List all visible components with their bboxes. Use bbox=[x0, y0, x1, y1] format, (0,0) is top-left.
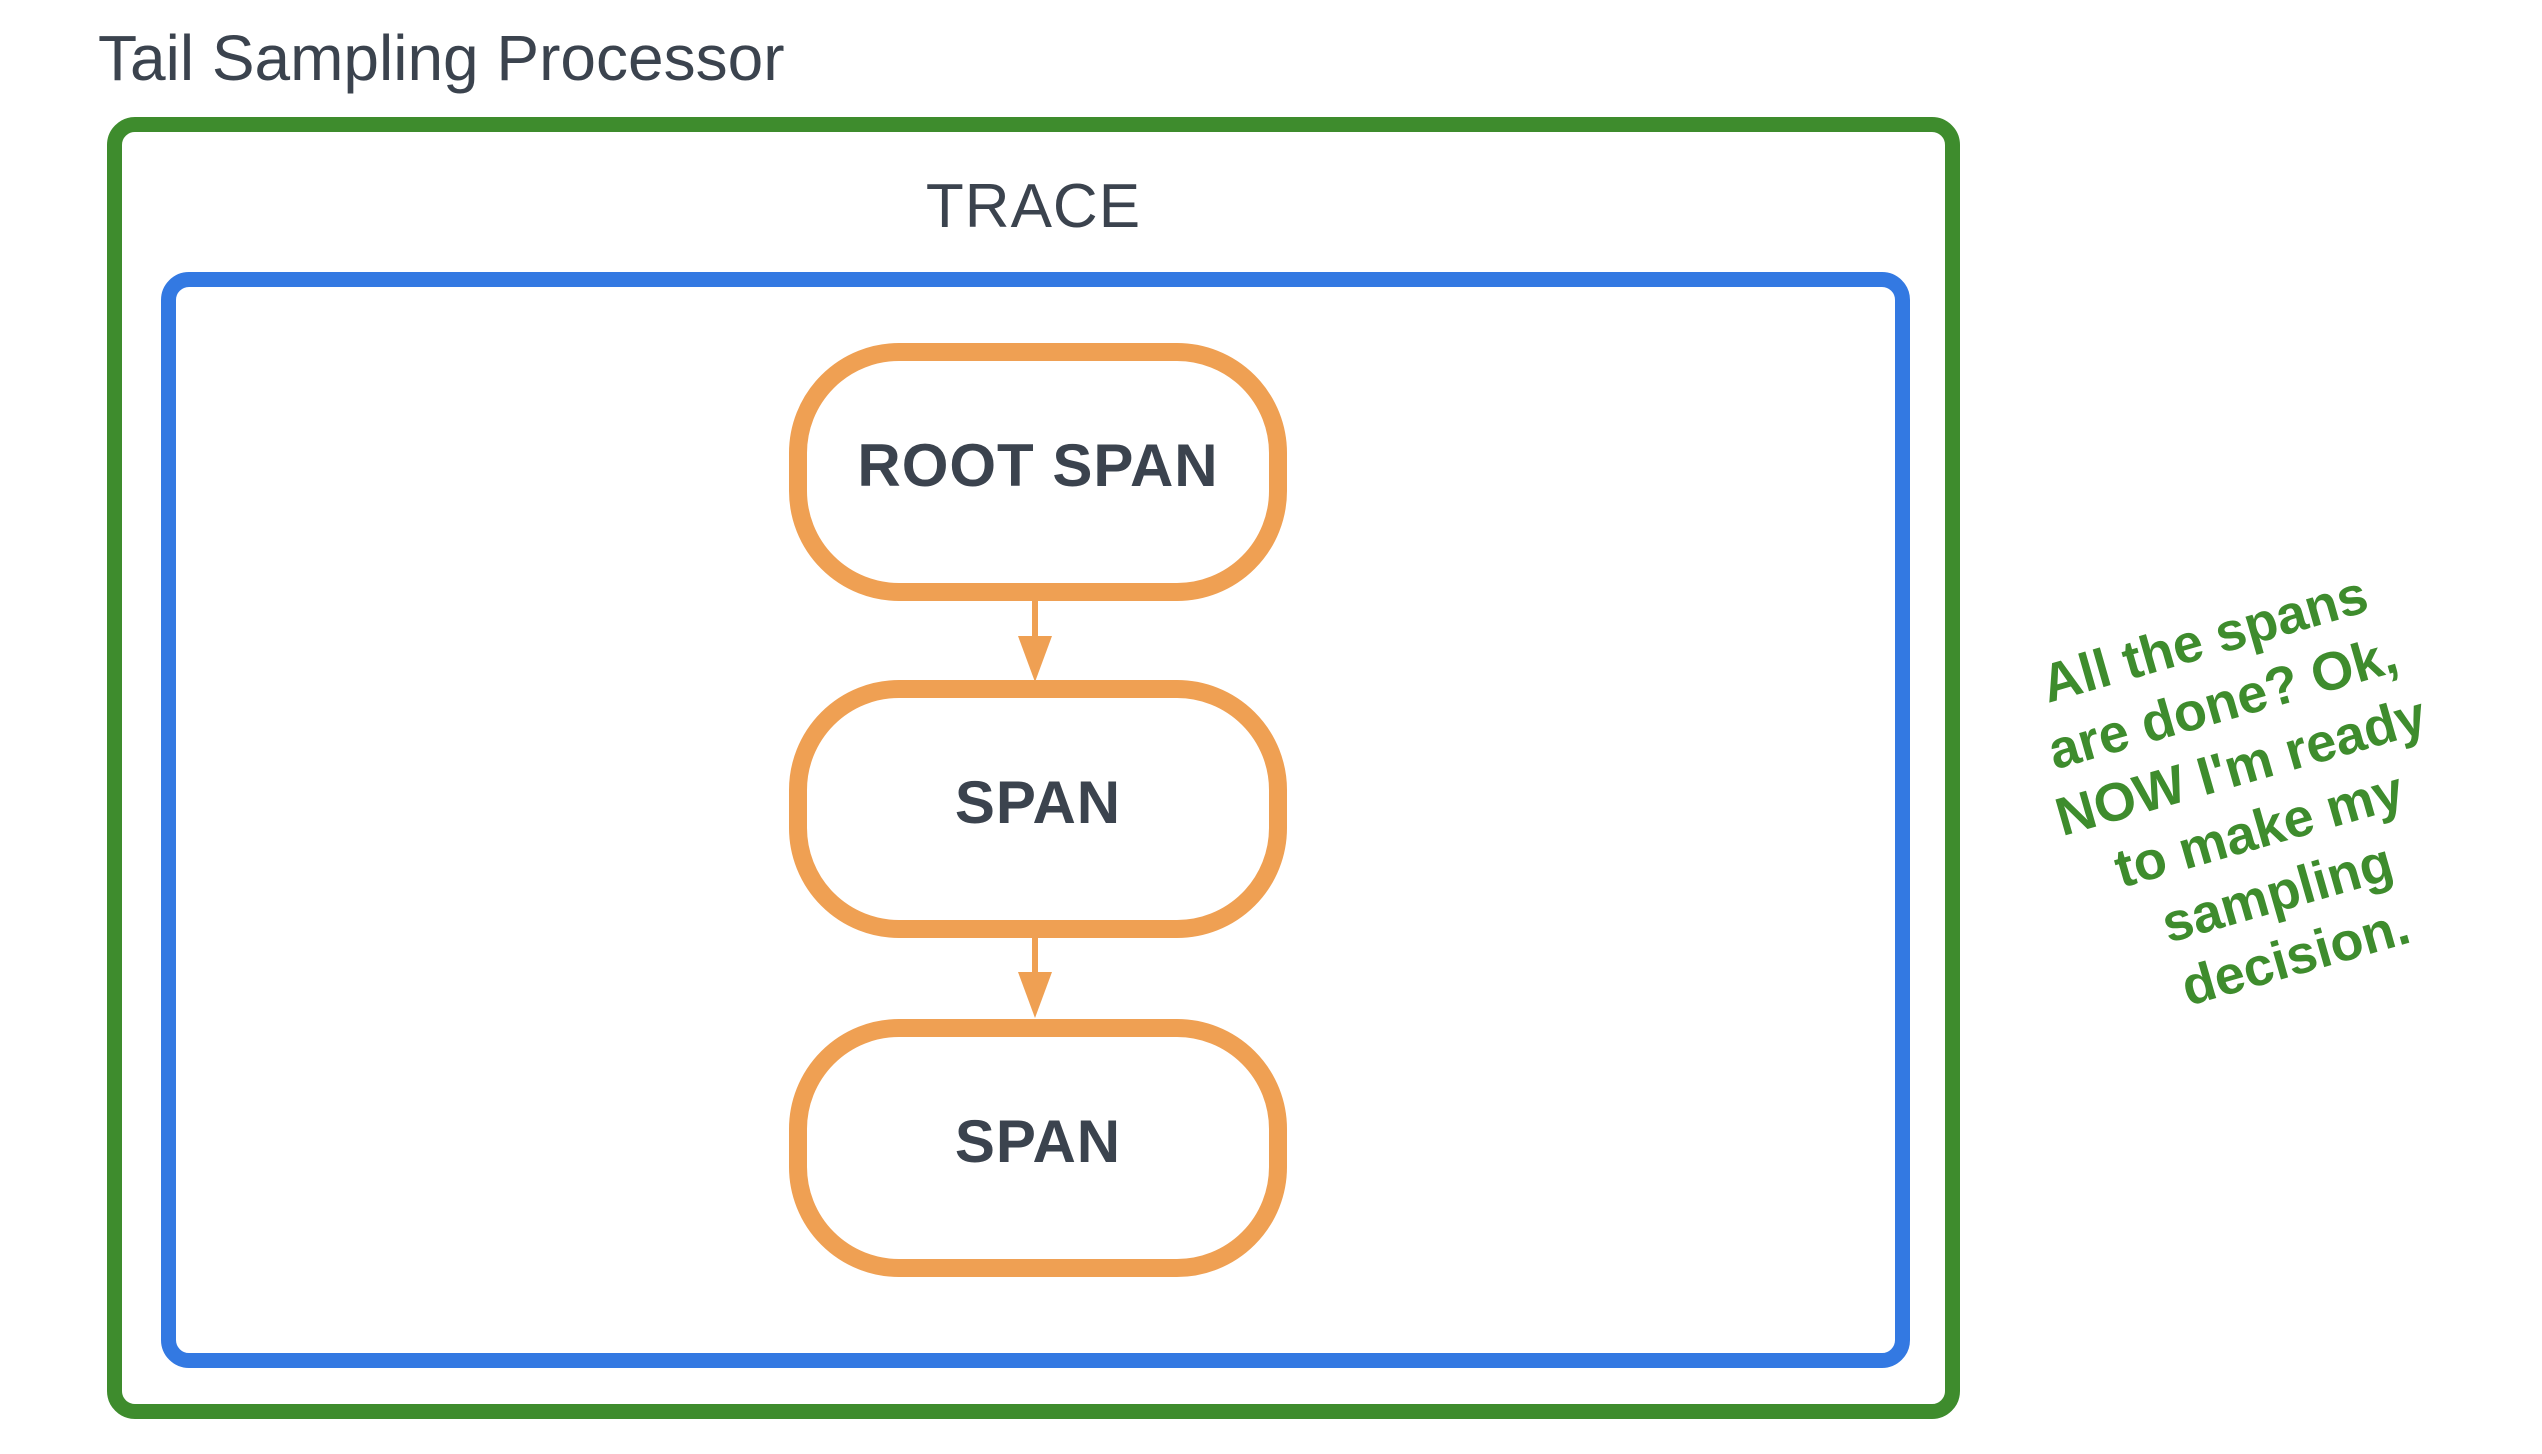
trace-box bbox=[161, 272, 1910, 1368]
arrow-head-icon bbox=[1018, 636, 1052, 682]
arrow-span-to-span bbox=[1018, 938, 1052, 1018]
arrow-line bbox=[1032, 938, 1038, 974]
node-span-2: SPAN bbox=[789, 1019, 1287, 1277]
node-span-1-label: SPAN bbox=[954, 768, 1122, 836]
arrow-line bbox=[1032, 600, 1038, 637]
tail-sampling-processor-box bbox=[107, 117, 1960, 1419]
node-span-1: SPAN bbox=[789, 680, 1287, 938]
arrow-root-span-to-span bbox=[1018, 600, 1052, 682]
node-root-span: ROOT SPAN bbox=[789, 343, 1287, 601]
sampling-decision-annotation: All the spans are done? Ok, NOW I'm read… bbox=[1955, 539, 2542, 1057]
arrow-head-icon bbox=[1018, 972, 1052, 1018]
node-root-span-label: ROOT SPAN bbox=[857, 431, 1219, 499]
diagram-title: Tail Sampling Processor bbox=[98, 22, 785, 94]
trace-label: TRACE bbox=[925, 171, 1142, 241]
node-span-2-label: SPAN bbox=[954, 1107, 1122, 1175]
